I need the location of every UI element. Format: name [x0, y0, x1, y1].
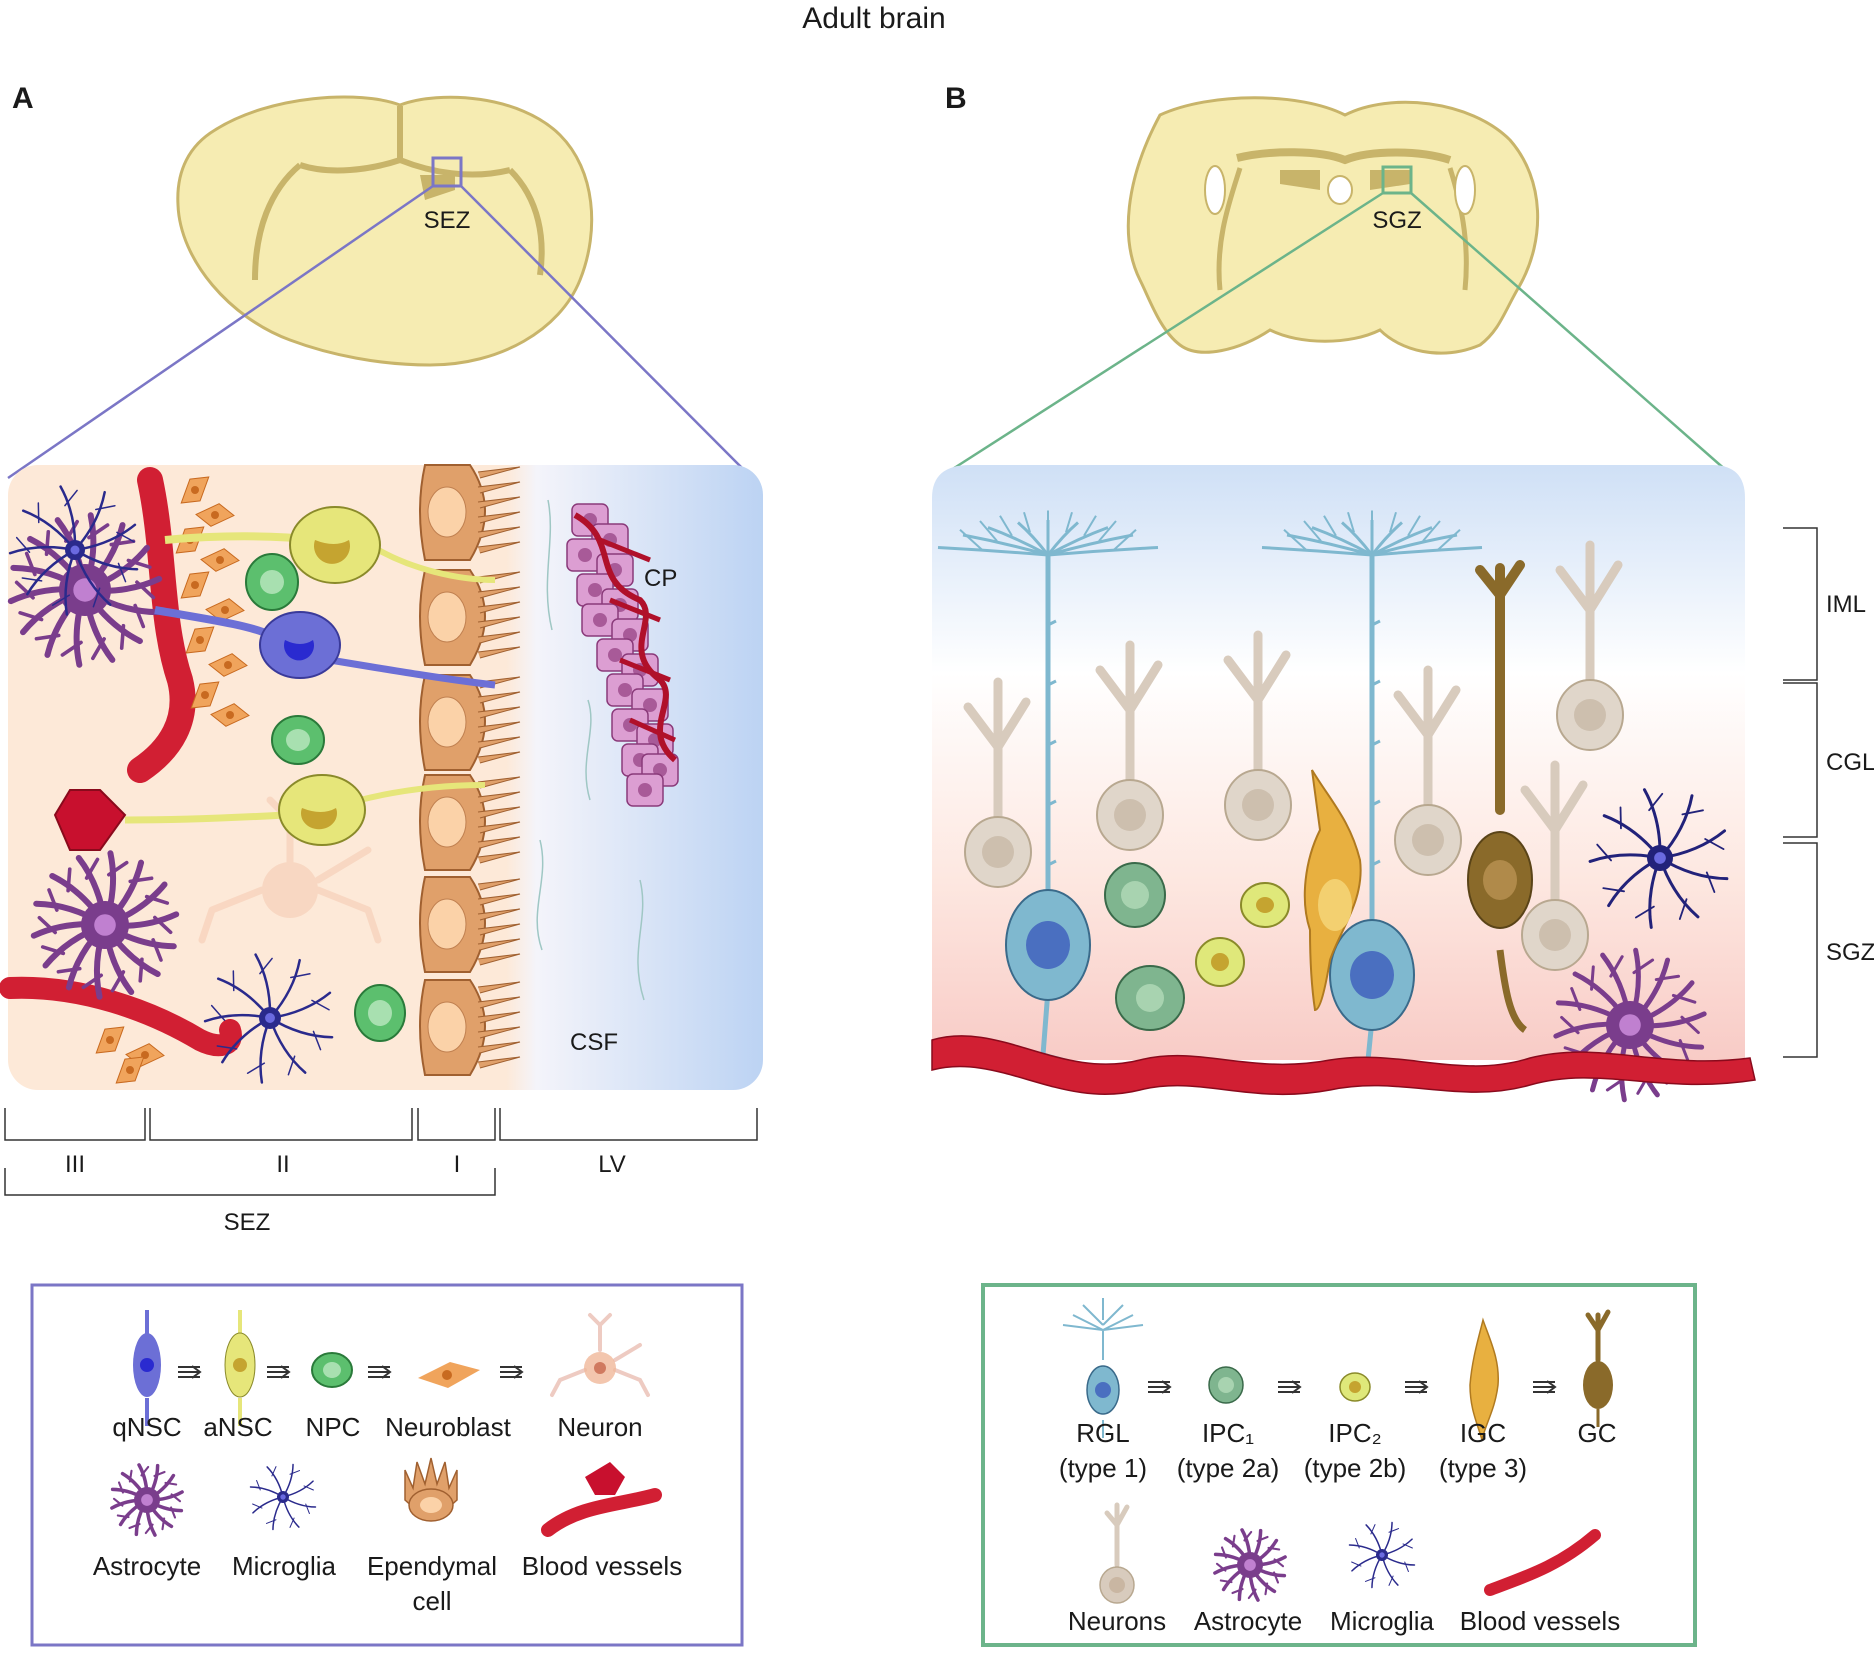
neuroblast-chain [95, 476, 250, 1084]
cp-label: CP [644, 565, 677, 592]
legend-a-labels: qNSC aNSC NPC Neuroblast Neuron Astrocyt… [93, 1412, 682, 1616]
legend-b-labels: RGL (type 1) IPC₁ (type 2a) IPC₂ (type 2… [1059, 1418, 1620, 1636]
microglia-a-1 [8, 485, 139, 616]
choroid-plexus [566, 503, 679, 807]
zoom-line-a-left [7, 184, 434, 480]
legend-ansc: aNSC [203, 1412, 272, 1442]
astrocyte-b [1553, 947, 1707, 1103]
legend-b-icons [1062, 1298, 1613, 1441]
pericyte-cell [53, 789, 127, 851]
microglia-b [1588, 788, 1729, 929]
legend-neuron: Neuron [557, 1412, 642, 1442]
npc-cells [245, 553, 406, 1042]
layer-brackets-b [1783, 527, 1818, 1058]
gc-cell [1467, 560, 1533, 1033]
granule-neurons-background [963, 540, 1624, 971]
rgl-cell-1 [937, 510, 1159, 1066]
layer-label-iii: III [65, 1151, 85, 1178]
zoom-line-b-right [1410, 192, 1729, 473]
astrocyte-a-2 [30, 850, 180, 1000]
ipc-cells [1104, 862, 1290, 1031]
astrocyte-a-1 [7, 512, 163, 668]
legend-ipc2-type: (type 2b) [1304, 1453, 1407, 1483]
legend-ependymal: Ependymal [367, 1551, 497, 1581]
legend-ipc1: IPC₁ [1202, 1418, 1254, 1448]
layer-label-lv: LV [598, 1151, 626, 1178]
csf-cilia [536, 499, 645, 1001]
qnsc-cell [154, 606, 496, 689]
igc-cell [1303, 769, 1362, 1012]
legend-ipc2: IPC₂ [1328, 1418, 1381, 1448]
legend-igc: IGC [1460, 1418, 1506, 1448]
legend-microglia-a: Microglia [232, 1551, 337, 1581]
legend-npc: NPC [306, 1412, 361, 1442]
zoom-line-b-left [947, 191, 1384, 474]
microglia-a-2 [203, 953, 334, 1084]
blood-vessel-b [931, 1035, 1756, 1096]
legend-astrocyte-b: Astrocyte [1194, 1606, 1302, 1636]
legend-microglia-b: Microglia [1330, 1606, 1435, 1636]
region-label-b: SGZ [1372, 207, 1421, 234]
legend-neurons: Neurons [1068, 1606, 1166, 1636]
ependymal-cells [419, 464, 521, 1076]
sez-highlight-box [431, 156, 463, 188]
legend-blood-vessels-a: Blood vessels [522, 1551, 682, 1581]
legend-rgl: RGL [1076, 1418, 1129, 1448]
layer-label-iml: IML [1826, 591, 1866, 618]
layer-label-cgl: CGL [1826, 749, 1874, 776]
legend-qnsc: qNSC [112, 1412, 181, 1442]
layer-brackets-a [4, 1108, 758, 1196]
legend-ipc1-type: (type 2a) [1177, 1453, 1280, 1483]
zoom-line-a-right [460, 185, 753, 479]
legend-a-other-icons [110, 1457, 662, 1537]
blood-vessel-a-bottom [0, 976, 242, 1057]
legend-gc: GC [1578, 1418, 1617, 1448]
ansc-cell-mid [124, 774, 486, 846]
layer-label-sgz: SGZ [1826, 939, 1874, 966]
legend-ependymal-cell: cell [412, 1586, 451, 1616]
legend-igc-type: (type 3) [1439, 1453, 1527, 1483]
figure-title: Adult brain [802, 2, 945, 35]
ansc-cell-top [164, 506, 496, 584]
panel-a-letter: A [12, 82, 34, 115]
legend-neuroblast: Neuroblast [385, 1412, 512, 1442]
panel-b-letter: B [945, 82, 967, 115]
blood-vessel-a-vertical [127, 467, 196, 783]
brain-section-a [176, 95, 594, 367]
legend-astrocyte-a: Astrocyte [93, 1551, 201, 1581]
rgl-cell-2 [1261, 510, 1483, 1081]
legend-blood-vessels-b: Blood vessels [1460, 1606, 1620, 1636]
sgz-highlight-box [1381, 165, 1413, 195]
legend-a-icons [133, 1310, 650, 1426]
layer-label-i: I [454, 1151, 461, 1178]
legend-b-other-icons [1099, 1502, 1601, 1604]
region-label-a: SEZ [424, 207, 471, 234]
layer-label-ii: II [276, 1151, 289, 1178]
zone-label-sez: SEZ [224, 1209, 271, 1236]
csf-label: CSF [570, 1029, 618, 1056]
legend-rgl-type: (type 1) [1059, 1453, 1147, 1483]
